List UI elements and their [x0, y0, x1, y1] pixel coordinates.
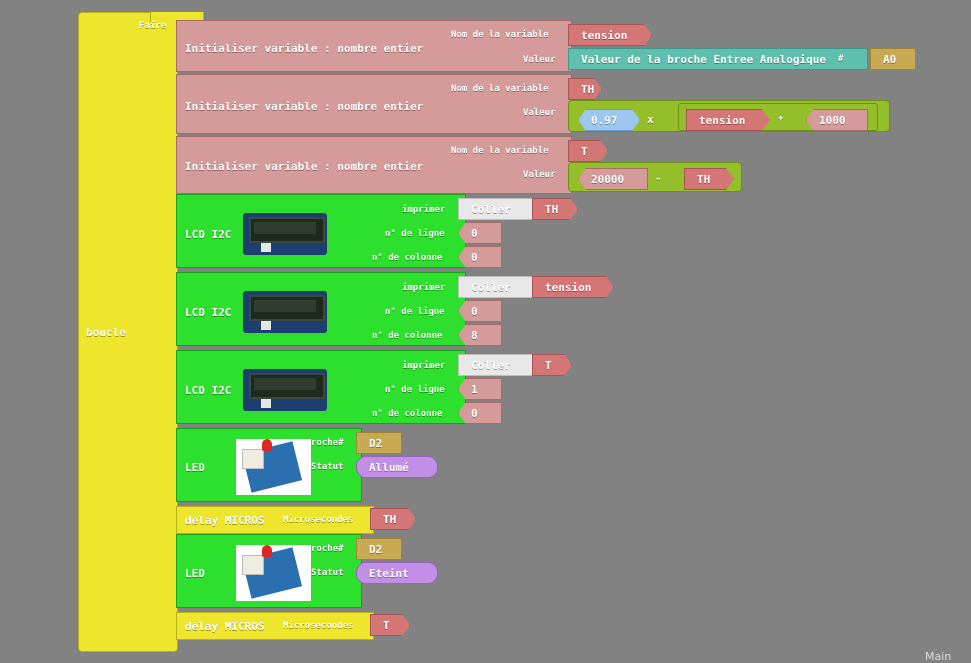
init-variable-block-3[interactable] [176, 136, 572, 194]
init-variable-title-2: Initialiser variable : nombre entier [185, 100, 424, 113]
column-number-3[interactable]: 0 [458, 402, 502, 424]
delay-var-th[interactable]: TH [370, 508, 416, 530]
led-title-1: LED [185, 461, 205, 474]
lcd-module-icon [243, 213, 327, 255]
pin-hash-label: # [838, 54, 844, 64]
led-status-dropdown-1[interactable]: Allumé [356, 456, 438, 478]
init-variable-title-3: Initialiser variable : nombre entier [185, 160, 424, 173]
variable-ref-th[interactable]: TH [684, 168, 734, 190]
analog-pin-dropdown[interactable]: A0 [870, 48, 916, 70]
print-label-2: imprimer [402, 283, 446, 293]
number-1000[interactable]: 1000 [806, 109, 868, 131]
variable-name-label-3: Nom de la variable [451, 146, 549, 156]
variable-name-field-3[interactable]: T [568, 140, 608, 162]
led-pin-label-1: roche# [311, 438, 344, 448]
led-module-icon [236, 545, 311, 601]
delay-title-2: delay MICROS [185, 620, 265, 633]
subtract-operator: - [655, 172, 662, 185]
multiply-operator: x [647, 113, 654, 126]
line-label-3: n° de ligne [385, 385, 445, 395]
init-variable-block-2[interactable] [176, 74, 572, 134]
line-number-2[interactable]: 0 [458, 300, 502, 322]
led-status-label-1: Statut [311, 462, 344, 472]
delay-block-2[interactable] [176, 612, 374, 640]
column-number-2[interactable]: 8 [458, 324, 502, 346]
paste-block-1[interactable]: Coller [458, 198, 540, 220]
variable-name-label-2: Nom de la variable [451, 84, 549, 94]
variable-name-field-1[interactable]: tension [568, 24, 652, 46]
delay-var-t[interactable]: T [370, 614, 410, 636]
led-pin-dropdown-2[interactable]: D2 [356, 538, 402, 560]
led-status-dropdown-2[interactable]: Eteint [356, 562, 438, 584]
lcd-title-2: LCD I2C [185, 306, 232, 319]
led-title-2: LED [185, 567, 205, 580]
analog-read-label: Valeur de la broche Entree Analogique [581, 52, 827, 66]
print-label-3: imprimer [402, 361, 446, 371]
delay-unit-label-2: Microsecondes [283, 621, 354, 631]
main-tab-label[interactable]: Main [925, 650, 952, 663]
line-label-1: n° de ligne [385, 229, 445, 239]
paste-var-th[interactable]: TH [532, 198, 578, 220]
line-number-1[interactable]: 0 [458, 222, 502, 244]
paste-block-2[interactable]: Coller [458, 276, 540, 298]
delay-title-1: delay MICROS [185, 514, 265, 527]
column-label-3: n° de colonne [372, 409, 443, 419]
column-label-2: n° de colonne [372, 331, 443, 341]
led-module-icon [236, 439, 311, 495]
add-operator: + [778, 114, 784, 124]
variable-name-field-2[interactable]: TH [568, 78, 602, 100]
led-status-label-2: Statut [311, 568, 344, 578]
led-pin-label-2: roche# [311, 544, 344, 554]
analog-read-block[interactable]: Valeur de la broche Entree Analogique # [568, 48, 868, 70]
loop-label: boucle [86, 326, 126, 339]
column-label-1: n° de colonne [372, 253, 443, 263]
init-variable-title-1: Initialiser variable : nombre entier [185, 42, 424, 55]
value-label-3: Valeur [523, 170, 556, 180]
delay-block-1[interactable] [176, 506, 374, 534]
lcd-title-3: LCD I2C [185, 384, 232, 397]
line-number-3[interactable]: 1 [458, 378, 502, 400]
init-variable-block-1[interactable] [176, 20, 572, 72]
delay-unit-label-1: Microsecondes [283, 515, 354, 525]
number-20000[interactable]: 20000 [578, 168, 648, 190]
lcd-title-1: LCD I2C [185, 228, 232, 241]
led-pin-dropdown-1[interactable]: D2 [356, 432, 402, 454]
variable-ref-tension[interactable]: tension [686, 109, 770, 131]
coefficient-number[interactable]: 0.97 [578, 109, 640, 131]
paste-block-3[interactable]: Coller [458, 354, 540, 376]
lcd-module-icon [243, 291, 327, 333]
column-number-1[interactable]: 0 [458, 246, 502, 268]
value-label-2: Valeur [523, 108, 556, 118]
loop-do-label: Faire [139, 21, 167, 31]
paste-var-tension[interactable]: tension [532, 276, 614, 298]
lcd-module-icon [243, 369, 327, 411]
print-label-1: imprimer [402, 205, 446, 215]
loop-top-arm [150, 12, 204, 22]
value-label-1: Valeur [523, 55, 556, 65]
paste-var-t[interactable]: T [532, 354, 572, 376]
variable-name-label-1: Nom de la variable [451, 30, 549, 40]
line-label-2: n° de ligne [385, 307, 445, 317]
loop-block[interactable] [78, 12, 178, 652]
